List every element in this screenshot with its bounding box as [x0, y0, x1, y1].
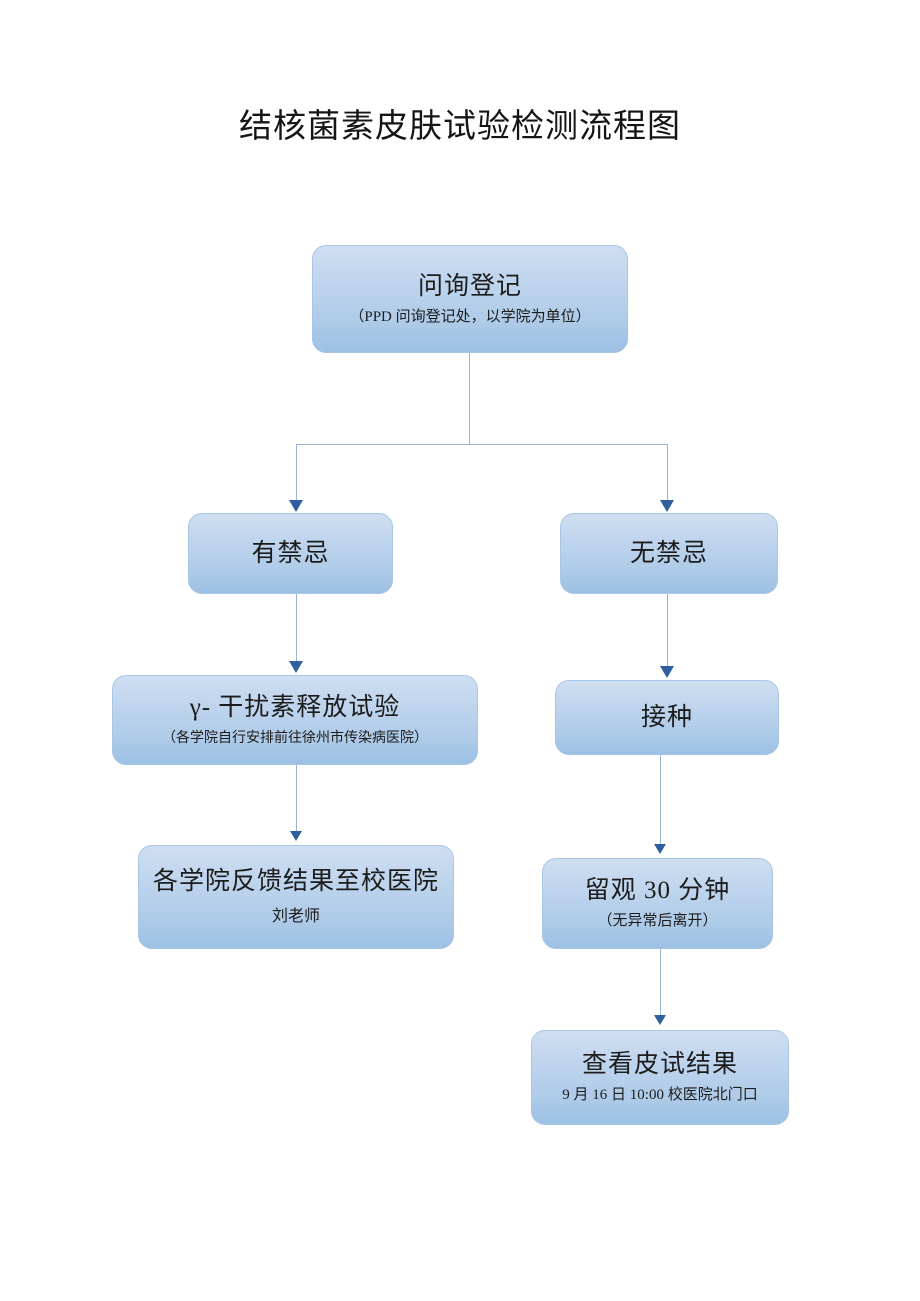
arrow-head-to-observe — [654, 844, 666, 854]
connector-to-no-contraindication — [667, 444, 668, 502]
connector-to-contraindication — [296, 444, 297, 502]
arrow-head-to-result — [654, 1015, 666, 1025]
flow-node-observe-title: 留观 30 分钟 — [584, 877, 731, 905]
arrow-head-to-no-contraindication — [660, 500, 674, 512]
arrow-head-to-igra — [289, 661, 303, 673]
flow-node-igra-title: γ- 干扰素释放试验 — [189, 694, 401, 722]
flow-node-vaccinate-title: 接种 — [640, 703, 693, 731]
connector-contraindication-to-igra — [296, 594, 297, 663]
connector-observe-to-result — [660, 949, 661, 1017]
flow-node-register[interactable]: 问询登记 （PPD 问询登记处，以学院为单位） — [312, 245, 628, 353]
flow-node-observe-subtitle: （无异常后离开） — [597, 913, 718, 930]
connector-register-stem — [469, 353, 470, 445]
flow-node-feedback[interactable]: 各学院反馈结果至校医院 刘老师 — [138, 845, 454, 949]
flow-node-register-title: 问询登记 — [417, 272, 522, 300]
flow-node-igra[interactable]: γ- 干扰素释放试验 （各学院自行安排前往徐州市传染病医院） — [112, 675, 478, 765]
flow-node-observe[interactable]: 留观 30 分钟 （无异常后离开） — [542, 858, 773, 949]
arrow-head-to-contraindication — [289, 500, 303, 512]
connector-no-contraindication-to-vaccinate — [667, 594, 668, 668]
flow-node-no-contraindication-title: 无禁忌 — [629, 539, 708, 567]
flow-node-feedback-subtitle: 刘老师 — [271, 908, 320, 926]
flow-node-igra-subtitle: （各学院自行安排前往徐州市传染病医院） — [162, 730, 428, 746]
arrow-head-to-feedback — [290, 831, 302, 841]
connector-vaccinate-to-observe — [660, 755, 661, 846]
flow-node-feedback-title: 各学院反馈结果至校医院 — [152, 867, 439, 895]
flow-node-contraindication-title: 有禁忌 — [251, 539, 330, 567]
flow-node-vaccinate[interactable]: 接种 — [555, 680, 779, 755]
flow-node-result[interactable]: 查看皮试结果 9 月 16 日 10:00 校医院北门口 — [531, 1030, 789, 1125]
connector-igra-to-feedback — [296, 765, 297, 833]
flow-node-register-subtitle: （PPD 问询登记处，以学院为单位） — [349, 308, 591, 325]
flow-node-no-contraindication[interactable]: 无禁忌 — [560, 513, 778, 594]
flow-node-result-title: 查看皮试结果 — [581, 1051, 738, 1079]
flow-node-result-subtitle: 9 月 16 日 10:00 校医院北门口 — [562, 1087, 758, 1104]
flow-node-contraindication[interactable]: 有禁忌 — [188, 513, 393, 594]
connector-split-bus — [296, 444, 668, 445]
arrow-head-to-vaccinate — [660, 666, 674, 678]
page-title: 结核菌素皮肤试验检测流程图 — [239, 109, 681, 145]
